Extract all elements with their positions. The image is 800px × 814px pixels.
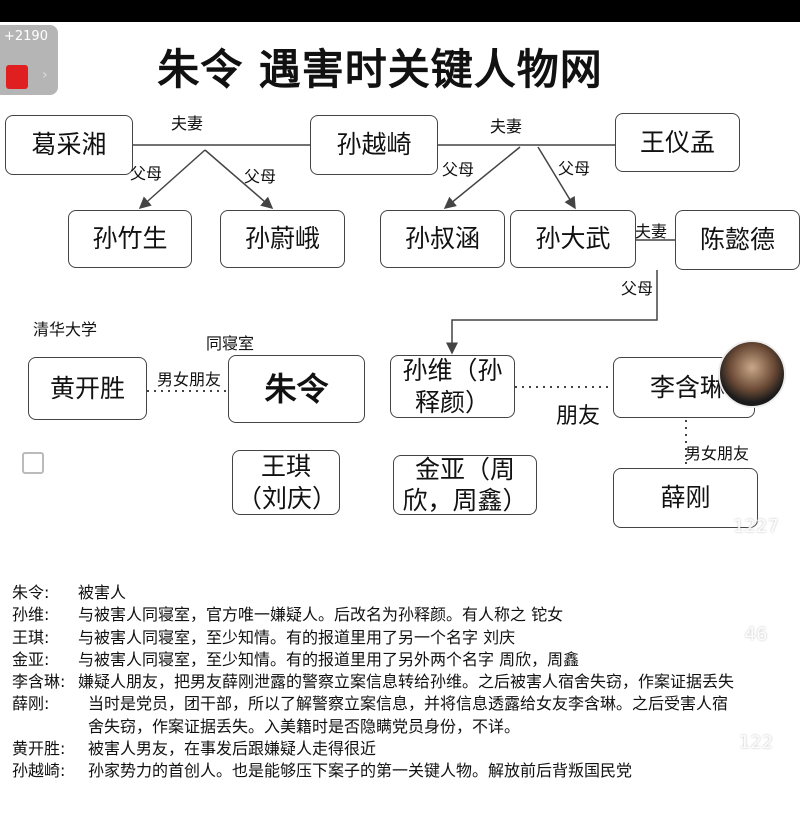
label-parents: 父母 [244, 167, 277, 186]
reward-count: +2190 [4, 29, 48, 44]
node-wang-qi: 王琪（刘庆） [232, 450, 340, 515]
node-chen-yide: 陈懿德 [675, 210, 800, 270]
node-zhu-ling: 朱令 [228, 355, 365, 423]
node-sun-wei-e: 孙蔚峨 [220, 210, 345, 268]
status-bar [0, 0, 800, 22]
node-sun-shuhan: 孙叔涵 [380, 210, 505, 268]
edit-icon[interactable] [22, 452, 44, 474]
parent-arrow-sunwei [446, 270, 658, 355]
desc-row: 孙维:与被害人同寝室，官方唯一嫌疑人。后改名为孙释颜。有人称之 铊女 [12, 605, 564, 625]
desc-row: 黄开胜:被害人男友，在事发后跟嫌疑人走得很近 [12, 739, 377, 759]
node-sun-dawu: 孙大武 [510, 210, 636, 268]
label-spouse: 夫妻 [635, 222, 668, 241]
label-spouse: 夫妻 [171, 114, 204, 133]
node-sun-zhusheng: 孙竹生 [68, 210, 192, 268]
chevron-right-icon: › [42, 67, 48, 83]
label-parents: 父母 [558, 159, 591, 178]
label-friends: 朋友 [556, 404, 601, 429]
avatar[interactable] [718, 340, 786, 408]
node-sun-wei: 孙维（孙释颜） [390, 355, 515, 418]
page-title: 朱令 遇害时关键人物网 [157, 45, 603, 94]
desc-row: 金亚:与被害人同寝室，至少知情。有的报道里用了另外两个名字 周欣，周鑫 [12, 649, 580, 669]
desc-row: 王琪:与被害人同寝室，至少知情。有的报道里用了另一个名字 刘庆 [12, 627, 516, 647]
label-parents: 父母 [442, 160, 475, 179]
character-descriptions: 朱令:被害人 孙维:与被害人同寝室，官方唯一嫌疑人。后改名为孙释颜。有人称之 铊… [12, 582, 734, 783]
label-tsinghua: 清华大学 [33, 320, 98, 339]
node-sun-yueqi: 孙越崎 [310, 115, 438, 175]
parent-arrow [204, 149, 274, 209]
label-parents: 父母 [621, 279, 654, 298]
label-couple: 男女朋友 [157, 370, 222, 389]
desc-row: 孙越崎:孙家势力的首创人。也是能够压下案子的第一关键人物。解放前后背叛国民党 [12, 761, 633, 781]
comment-count[interactable]: 46 [744, 624, 768, 645]
label-spouse: 夫妻 [490, 117, 523, 136]
parent-arrow [537, 146, 576, 210]
reward-badge[interactable]: +2190 › [0, 25, 58, 95]
parent-arrow [138, 149, 206, 209]
like-count[interactable]: 1227 [733, 516, 779, 537]
label-roommates: 同寝室 [206, 334, 255, 353]
parent-arrow [443, 146, 521, 209]
desc-row: 薛刚:当时是党员，团干部，所以了解警察立案信息，并将信息透露给女友李含琳。之后受… [12, 694, 729, 736]
desc-row: 朱令:被害人 [12, 583, 127, 602]
node-huang-kaisheng: 黄开胜 [28, 357, 147, 420]
node-ge-caixiang: 葛采湘 [5, 115, 133, 175]
node-xue-gang: 薛刚 [613, 468, 758, 528]
label-parents: 父母 [130, 164, 163, 183]
desc-row: 李含琳:嫌疑人朋友，把男友薛刚泄露的警察立案信息转给孙维。之后被害人宿舍失窃，作… [12, 672, 735, 692]
red-envelope-icon [6, 65, 28, 89]
label-couple: 男女朋友 [685, 444, 750, 463]
favorite-count[interactable]: 122 [738, 732, 774, 753]
node-jin-ya: 金亚（周欣，周鑫） [393, 455, 537, 515]
node-wang-yimeng: 王仪孟 [615, 113, 740, 172]
